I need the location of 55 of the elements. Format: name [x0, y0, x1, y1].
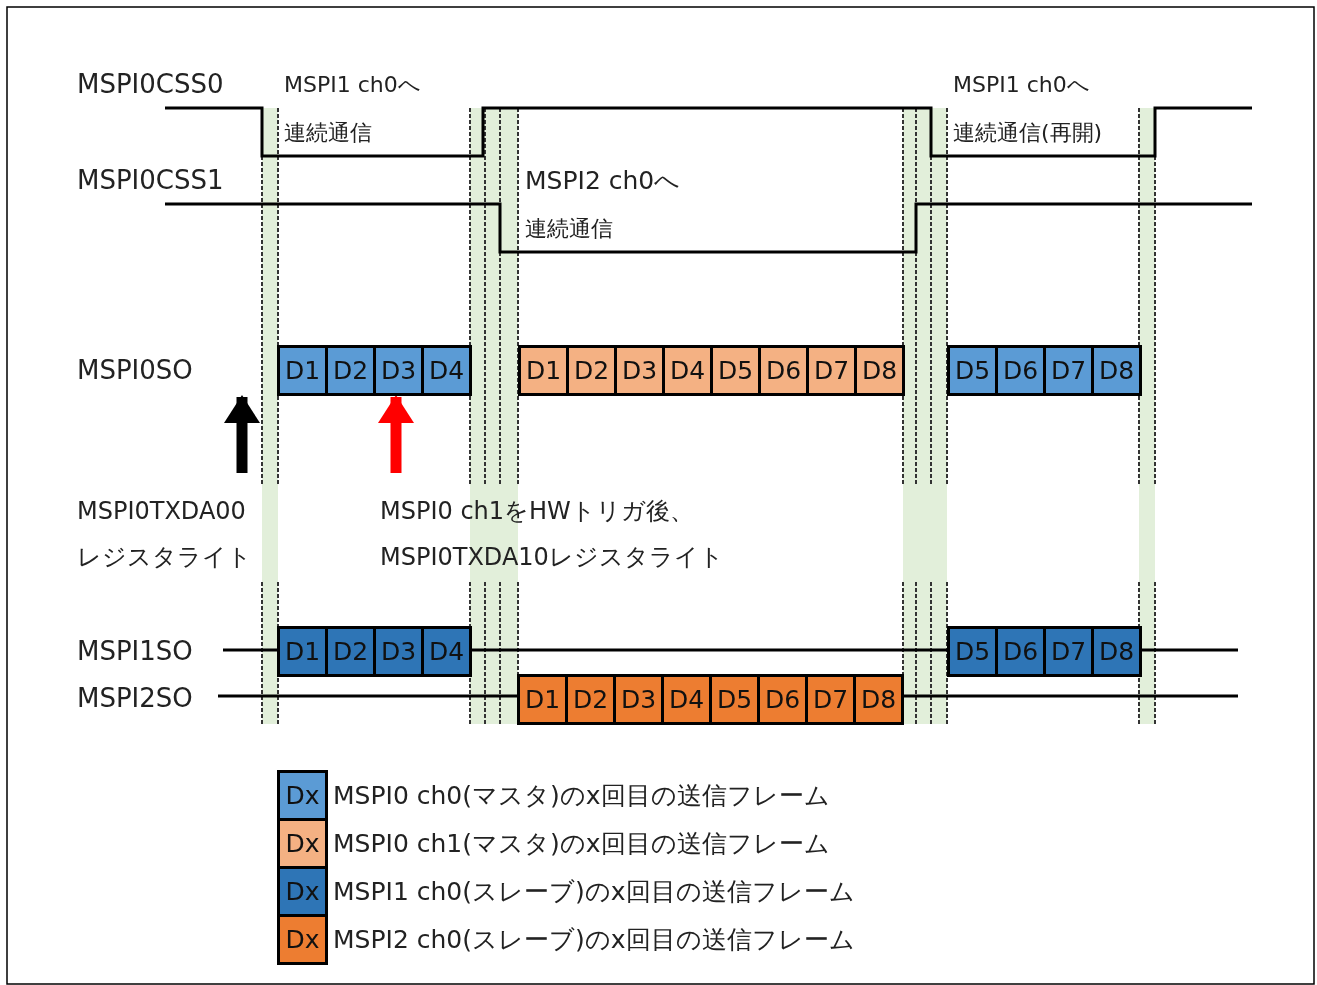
- legend-swatch: Dx: [277, 866, 328, 917]
- data-frame: D6: [995, 626, 1046, 677]
- note-text: MSPI0TXDA00 レジスタライト: [77, 474, 255, 580]
- data-frame: D2: [565, 674, 616, 725]
- data-frame: D2: [325, 626, 376, 677]
- data-frame: D7: [805, 674, 856, 725]
- annotation-text: MSPI1 ch0へ: [284, 74, 421, 96]
- data-frame: D5: [709, 674, 760, 725]
- data-frame: D4: [662, 345, 713, 396]
- annotation-text: 連続通信: [284, 122, 372, 144]
- legend-text: MSPI1 ch0(スレーブ)のx回目の送信フレーム: [333, 878, 855, 904]
- data-frame: D8: [1091, 345, 1142, 396]
- data-frame: D1: [518, 345, 569, 396]
- signal-name: MSPI0CSS1: [77, 167, 224, 193]
- signal-name: MSPI0CSS0: [77, 71, 224, 97]
- data-frame: D4: [421, 626, 472, 677]
- data-frame: D8: [854, 345, 905, 396]
- legend-swatch: Dx: [277, 818, 328, 869]
- data-frame: D1: [277, 626, 328, 677]
- data-frame: D5: [947, 626, 998, 677]
- data-frame: D3: [373, 626, 424, 677]
- data-frame: D6: [758, 345, 809, 396]
- signal-name: MSPI1SO: [77, 638, 193, 664]
- annotation-text: 連続通信: [525, 218, 613, 240]
- data-frame: D5: [710, 345, 761, 396]
- data-frame: D7: [806, 345, 857, 396]
- data-frame: D4: [421, 345, 472, 396]
- data-frame: D4: [661, 674, 712, 725]
- annotation-text: 連続通信(再開): [953, 122, 1103, 144]
- signal-name: MSPI2SO: [77, 685, 193, 711]
- data-frame: D2: [566, 345, 617, 396]
- data-frame: D3: [614, 345, 665, 396]
- data-frame: D7: [1043, 345, 1094, 396]
- data-frame: D6: [757, 674, 808, 725]
- data-frame: D1: [277, 345, 328, 396]
- data-frame: D5: [947, 345, 998, 396]
- data-frame: D8: [1091, 626, 1142, 677]
- data-frame: D3: [613, 674, 664, 725]
- legend-swatch: Dx: [277, 914, 328, 965]
- legend-text: MSPI0 ch1(マスタ)のx回目の送信フレーム: [333, 830, 830, 856]
- legend-text: MSPI0 ch0(マスタ)のx回目の送信フレーム: [333, 782, 830, 808]
- note-text: MSPI0 ch1をHWトリガ後、 MSPI0TXDA10レジスタライト: [380, 474, 800, 580]
- arrow: [224, 395, 260, 473]
- data-frame: D8: [853, 674, 904, 725]
- data-frame: D1: [517, 674, 568, 725]
- data-frame: D7: [1043, 626, 1094, 677]
- arrow: [378, 395, 414, 473]
- legend-text: MSPI2 ch0(スレーブ)のx回目の送信フレーム: [333, 926, 855, 952]
- data-frame: D2: [325, 345, 376, 396]
- annotation-text: MSPI2 ch0へ: [525, 167, 681, 193]
- annotation-text: MSPI1 ch0へ: [953, 74, 1090, 96]
- data-frame: D3: [373, 345, 424, 396]
- legend-swatch: Dx: [277, 770, 328, 821]
- data-frame: D6: [995, 345, 1046, 396]
- signal-name: MSPI0SO: [77, 357, 193, 383]
